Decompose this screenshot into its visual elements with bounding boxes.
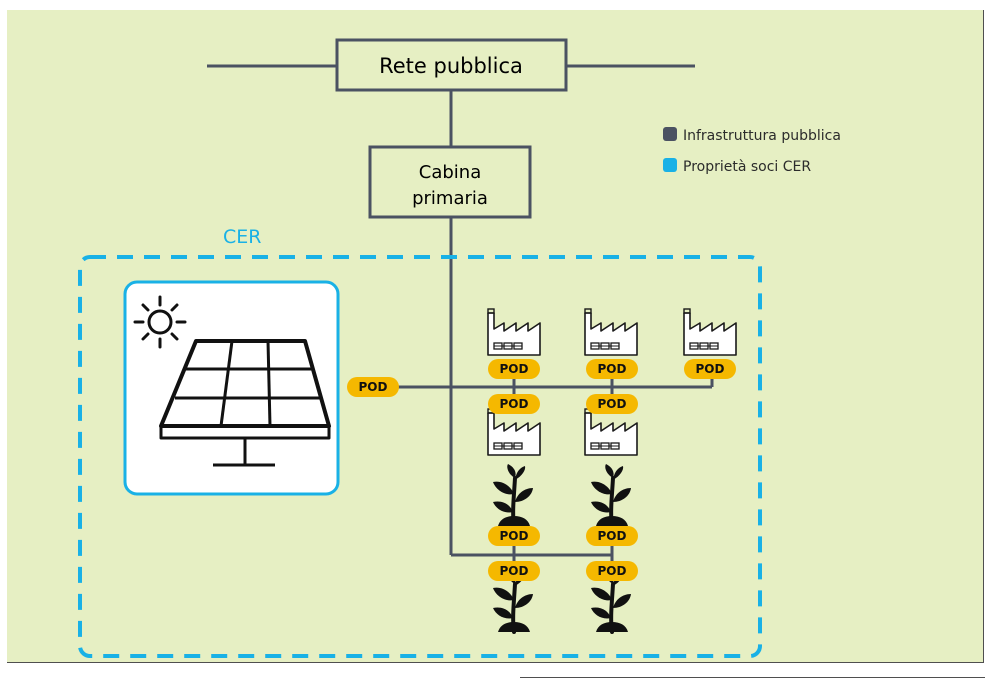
factory-icon: [584, 308, 638, 356]
pod-label: POD: [598, 397, 627, 411]
sun-icon: [133, 295, 187, 349]
factory-icon: [683, 308, 737, 356]
grid-label: Rete pubblica: [379, 54, 523, 78]
pod-label: POD: [598, 529, 627, 543]
substation-label-line2: primaria: [412, 188, 488, 209]
legend-swatch-infrastructure: [663, 127, 677, 141]
pod-badge: POD: [347, 377, 399, 397]
pod-badge: POD: [488, 394, 540, 414]
substation-node: Cabina primaria: [368, 145, 532, 219]
pod-badge: POD: [488, 526, 540, 546]
pod-badge: POD: [586, 561, 638, 581]
pod-label: POD: [696, 362, 725, 376]
legend-label-infrastructure: Infrastruttura pubblica: [683, 128, 841, 144]
factory-icon: [487, 408, 541, 456]
grid-node: Rete pubblica: [335, 38, 568, 92]
pod-badge: POD: [586, 359, 638, 379]
pod-label: POD: [359, 380, 388, 394]
factory-icon: [487, 308, 541, 356]
legend: Infrastruttura pubblica Proprietà soci C…: [663, 127, 841, 175]
pod-badge: POD: [586, 526, 638, 546]
pod-label: POD: [500, 397, 529, 411]
solar-installation: [123, 280, 340, 496]
pod-badge: POD: [586, 394, 638, 414]
cer-boundary: [78, 255, 762, 658]
factory-icon: [584, 408, 638, 456]
cer-label: CER: [223, 226, 261, 248]
pod-badge: POD: [684, 359, 736, 379]
pod-badge: POD: [488, 359, 540, 379]
plant-icon: [491, 462, 535, 528]
substation-label-line1: Cabina: [419, 162, 481, 183]
pod-label: POD: [598, 564, 627, 578]
legend-swatch-cer-members: [663, 158, 677, 172]
pod-label: POD: [500, 362, 529, 376]
divider: [520, 677, 985, 678]
legend-label-cer-members: Proprietà soci CER: [683, 159, 811, 175]
plant-icon: [589, 462, 633, 528]
pod-label: POD: [500, 564, 529, 578]
pod-badge: POD: [488, 561, 540, 581]
pod-label: POD: [598, 362, 627, 376]
pod-label: POD: [500, 529, 529, 543]
solar-panel-icon: [159, 339, 331, 467]
